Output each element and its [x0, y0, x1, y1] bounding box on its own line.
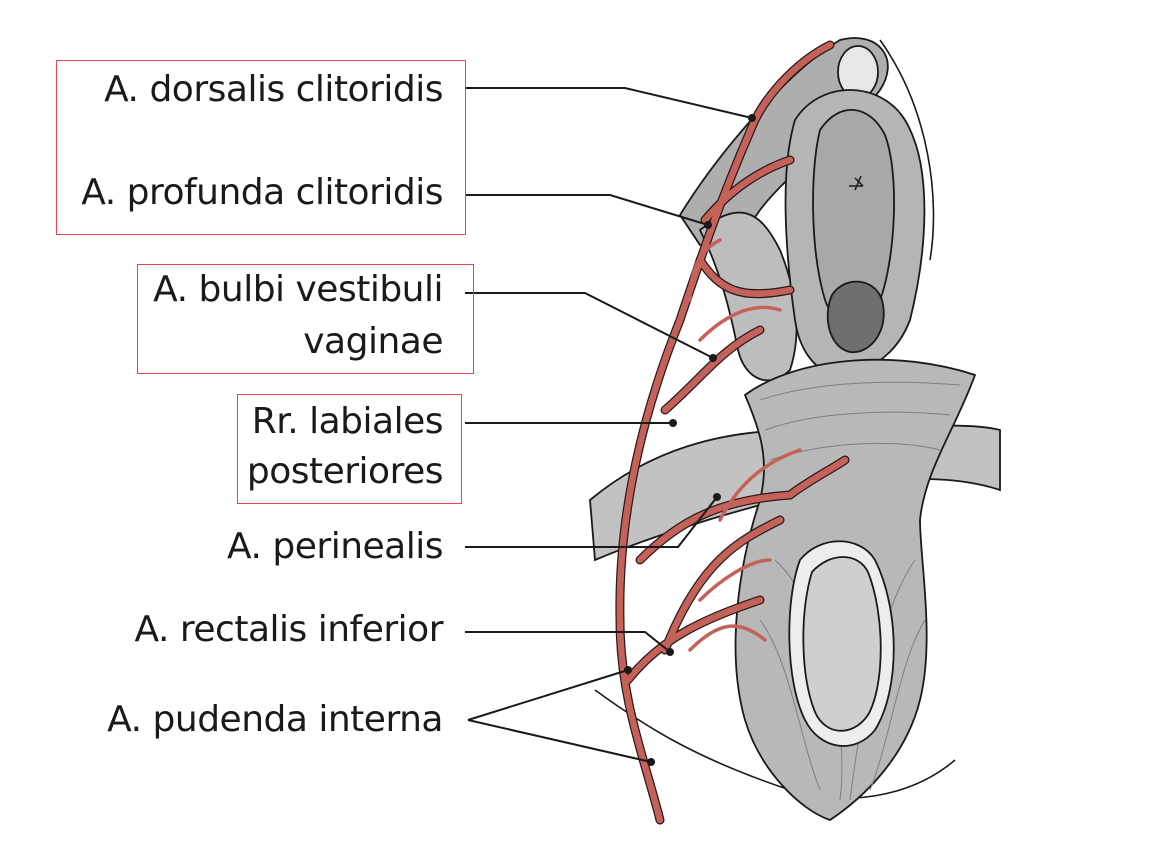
label-a-perinealis: A. perinealis: [227, 526, 443, 567]
label-a-dorsalis-clitoridis: A. dorsalis clitoridis: [104, 69, 443, 110]
label-a-bulbi-vestibuli-line1: A. bulbi vestibuli: [153, 269, 443, 310]
perineal-body: [734, 358, 977, 821]
arterial-tree: [615, 40, 850, 825]
label-a-bulbi-vestibuli-line2: vaginae: [303, 321, 443, 362]
leader-lines: [465, 87, 753, 763]
leader-dots: [624, 114, 756, 766]
vestibule: [784, 89, 926, 376]
label-a-pudenda-interna: A. pudenda interna: [107, 699, 443, 740]
label-rr-labiales-line1: Rr. labiales: [251, 401, 444, 442]
label-a-profunda-clitoridis: A. profunda clitoridis: [81, 172, 443, 213]
label-rr-labiales-line2: posteriores: [246, 451, 444, 492]
label-a-rectalis-inferior: A. rectalis inferior: [134, 609, 444, 650]
highlight-box-labiales: [237, 394, 462, 504]
highlight-box-clitoral-arteries: [56, 60, 466, 235]
highlight-box-bulbi-vestibuli: [137, 264, 474, 374]
